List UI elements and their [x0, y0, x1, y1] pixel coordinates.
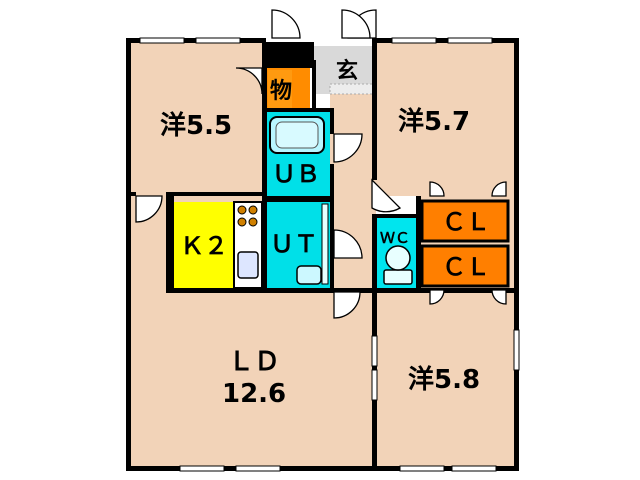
sliding-door [371, 335, 378, 401]
kitchen [174, 202, 234, 288]
closet-2-label: ＣＬ [442, 253, 490, 281]
closet-2 [420, 244, 510, 288]
sink-icon [237, 251, 259, 279]
western-room-c-floor [376, 290, 516, 466]
storage-label: 物 [270, 78, 292, 104]
stove-icon [237, 205, 258, 227]
closet-1-label: ＣＬ [442, 208, 490, 236]
entrance-label: 玄 [336, 58, 358, 84]
western-room-c-label: 洋5.8 [408, 364, 480, 395]
entrance-step [329, 83, 375, 95]
utility-label: ＵＴ [270, 230, 318, 258]
windows [139, 37, 520, 472]
washbasin-icon [296, 265, 322, 285]
storage-inner [268, 70, 292, 108]
unit-bath-label: ＵＢ [272, 160, 320, 188]
western-room-b-label: 洋5.7 [398, 106, 470, 137]
western-room-a-floor [131, 42, 263, 194]
toilet-label: ＷＣ [380, 229, 410, 247]
kitchen-label: Ｋ２ [180, 232, 228, 260]
western-room-b-floor [376, 42, 516, 196]
closet-1 [420, 199, 510, 243]
western-room-a-label: 洋5.5 [160, 110, 232, 141]
hall-floor [330, 94, 376, 292]
living-dining-label: ＬＤ [228, 347, 280, 377]
bathtub-inner [275, 121, 319, 149]
toilet-icon [383, 245, 413, 285]
door-swings [135, 9, 507, 319]
utility-shelf [321, 203, 329, 285]
living-dining-size: 12.6 [222, 379, 286, 409]
